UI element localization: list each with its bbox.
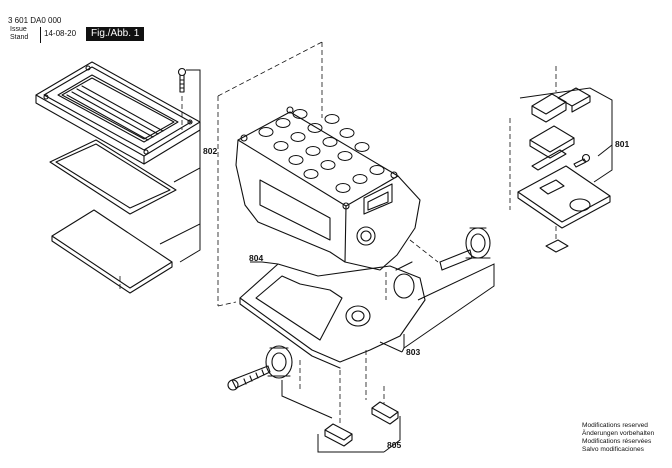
notice-en: Modifications reserved (582, 422, 648, 429)
callout-805: 805 (387, 440, 402, 450)
callout-803: 803 (406, 347, 421, 357)
notice-es: Salvo modificaciones (582, 446, 644, 453)
assembly-lines (119, 41, 557, 426)
issue-date: 14-08-20 (44, 29, 77, 38)
screw-802-part (177, 67, 187, 93)
callout-leaders (159, 69, 613, 453)
notice-fr: Modifications réservées (582, 438, 652, 445)
long-screw-part (227, 365, 271, 391)
handle-stand-part (239, 261, 426, 369)
issue-label: Issue (10, 26, 27, 33)
figure-label: Fig./Abb. 1 (86, 27, 145, 41)
knob-lower-part (265, 345, 293, 379)
plate-part (51, 209, 173, 294)
issue-bracket (8, 27, 41, 43)
stand-label: Stand (10, 34, 29, 41)
seal-gasket-part (49, 139, 177, 215)
battery-holder-part (235, 106, 421, 271)
frame-cover-part (35, 61, 201, 165)
callout-801: 801 (615, 139, 630, 149)
notice-de: Änderungen vorbehalten (582, 430, 655, 437)
modifications-notice: Modifications reserved Änderungen vorbeh… (582, 422, 654, 454)
document-number: 3 601 DA0 000 (8, 16, 62, 25)
callout-802: 802 (203, 146, 218, 156)
knob-803-part (439, 227, 491, 271)
clamp-parts-801 (517, 87, 611, 253)
callout-804: 804 (249, 253, 264, 263)
rubber-foot-part (324, 401, 399, 447)
